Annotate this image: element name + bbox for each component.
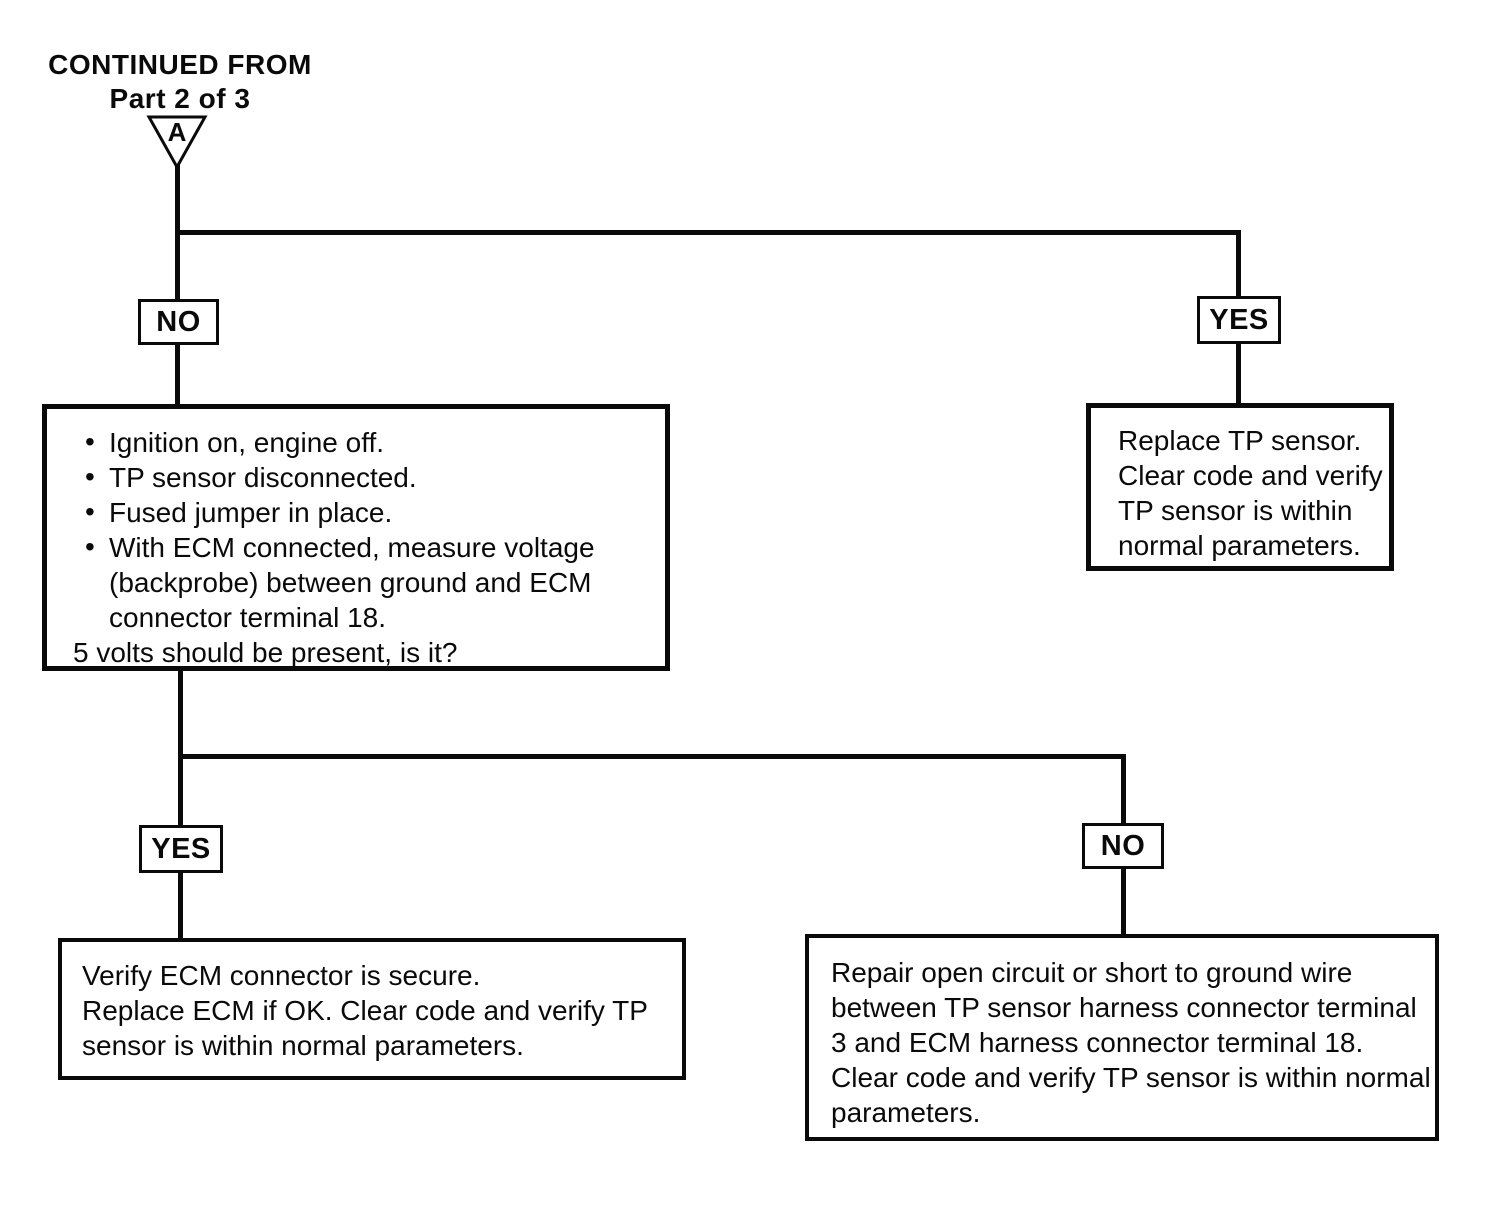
decision-no-branch1-label: NO [156, 305, 201, 338]
decision-no-branch1: NO [138, 299, 219, 345]
connector-line [178, 870, 183, 940]
checklist-bullet-item: Fused jumper in place. [47, 494, 653, 530]
text-line: 3 and ECM harness connector terminal 18. [831, 1027, 1364, 1058]
connector-line [175, 343, 180, 408]
verify-ecm-text: Verify ECM connector is secure. Replace … [62, 942, 682, 1063]
text-line: Verify ECM connector is secure. [82, 960, 481, 991]
step-box-verify-ecm: Verify ECM connector is secure. Replace … [58, 938, 686, 1080]
connector-line [178, 668, 183, 828]
connector-line [1121, 754, 1126, 828]
text-line: Replace TP sensor. [1118, 425, 1362, 456]
text-line: Replace ECM if OK. Clear code and verify… [82, 995, 648, 1026]
text-line: between TP sensor harness connector term… [831, 992, 1417, 1023]
text-line: TP sensor is within [1118, 495, 1353, 526]
decision-yes-branch1: YES [1197, 296, 1281, 344]
decision-yes-branch2-label: YES [151, 832, 211, 865]
step-box-checklist: Ignition on, engine off. TP sensor disco… [42, 404, 670, 671]
decision-no-branch2: NO [1082, 823, 1164, 869]
decision-no-branch2-label: NO [1100, 829, 1146, 862]
repair-circuit-text: Repair open circuit or short to ground w… [809, 938, 1435, 1130]
checklist-bullets: Ignition on, engine off. TP sensor disco… [47, 424, 653, 635]
checklist-body: Ignition on, engine off. TP sensor disco… [47, 409, 665, 670]
connector-line [175, 230, 1241, 235]
step-box-repair-circuit: Repair open circuit or short to ground w… [805, 934, 1439, 1141]
connector-line [1121, 866, 1126, 937]
text-line: Clear code and verify [1118, 460, 1383, 491]
text-line: Clear code and verify TP sensor is withi… [831, 1062, 1431, 1093]
connector-line [178, 754, 1126, 759]
connector-line [1236, 340, 1241, 407]
step-box-replace-tp-sensor: Replace TP sensor. Clear code and verify… [1086, 403, 1394, 571]
continued-from-line1: CONTINUED FROM [48, 49, 312, 80]
checklist-question: 5 volts should be present, is it? [73, 637, 458, 668]
decision-yes-branch1-label: YES [1209, 303, 1269, 336]
text-line: normal parameters. [1118, 530, 1361, 561]
connector-line [1236, 230, 1241, 300]
connector-a-label: A [167, 117, 187, 147]
replace-tp-sensor-text: Replace TP sensor. Clear code and verify… [1091, 408, 1389, 563]
checklist-bullet-item: With ECM connected, measure voltage (bac… [47, 529, 653, 635]
checklist-bullet-item: Ignition on, engine off. [47, 424, 653, 460]
text-line: parameters. [831, 1097, 981, 1128]
checklist-bullet-item: TP sensor disconnected. [47, 459, 653, 495]
triangle-icon [146, 115, 208, 171]
connector-a: A [146, 114, 208, 171]
text-line: Repair open circuit or short to ground w… [831, 957, 1353, 988]
continued-from-line2: Part 2 of 3 [109, 83, 251, 114]
continued-from-header: CONTINUED FROM Part 2 of 3 [20, 48, 340, 116]
decision-yes-branch2: YES [139, 825, 223, 873]
text-line: sensor is within normal parameters. [82, 1030, 524, 1061]
